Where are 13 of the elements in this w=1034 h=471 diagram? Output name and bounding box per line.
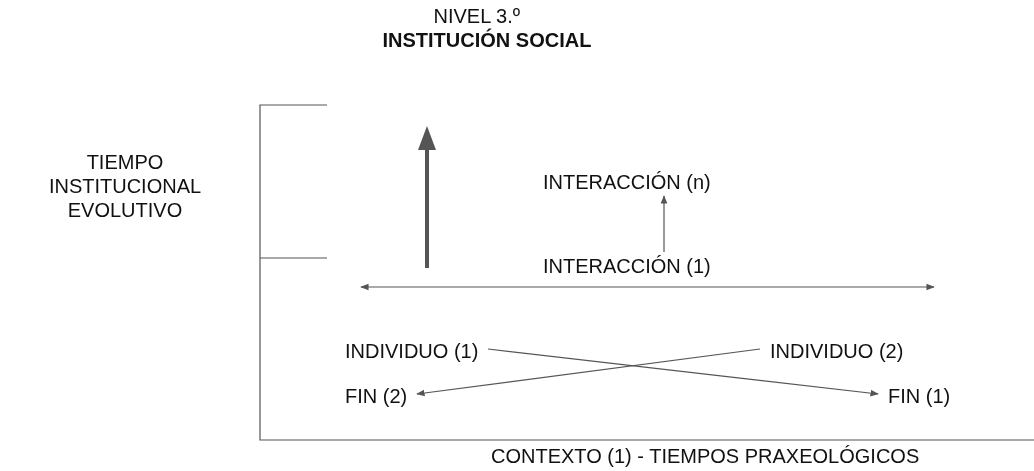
arrow xyxy=(660,195,668,253)
axis-label: CONTEXTO (1) - TIEMPOS PRAXEOLÓGICOS xyxy=(491,444,920,468)
node-label: INTERACCIÓN (n) xyxy=(539,170,715,194)
arrow xyxy=(416,348,761,397)
node-label: FIN (2) xyxy=(341,384,412,408)
node-label: INDIVIDUO (2) xyxy=(766,339,908,363)
axis-label: TIEMPO INSTITUCIONAL EVOLUTIVO xyxy=(47,150,203,222)
arrow xyxy=(487,348,879,397)
node-label: INTERACCIÓN (1) xyxy=(539,254,715,278)
level-label: NIVEL 3.º xyxy=(433,4,521,28)
heading: INSTITUCIÓN SOCIAL xyxy=(382,28,592,52)
node-label: FIN (1) xyxy=(884,384,955,408)
node-label: INDIVIDUO (1) xyxy=(341,339,483,363)
